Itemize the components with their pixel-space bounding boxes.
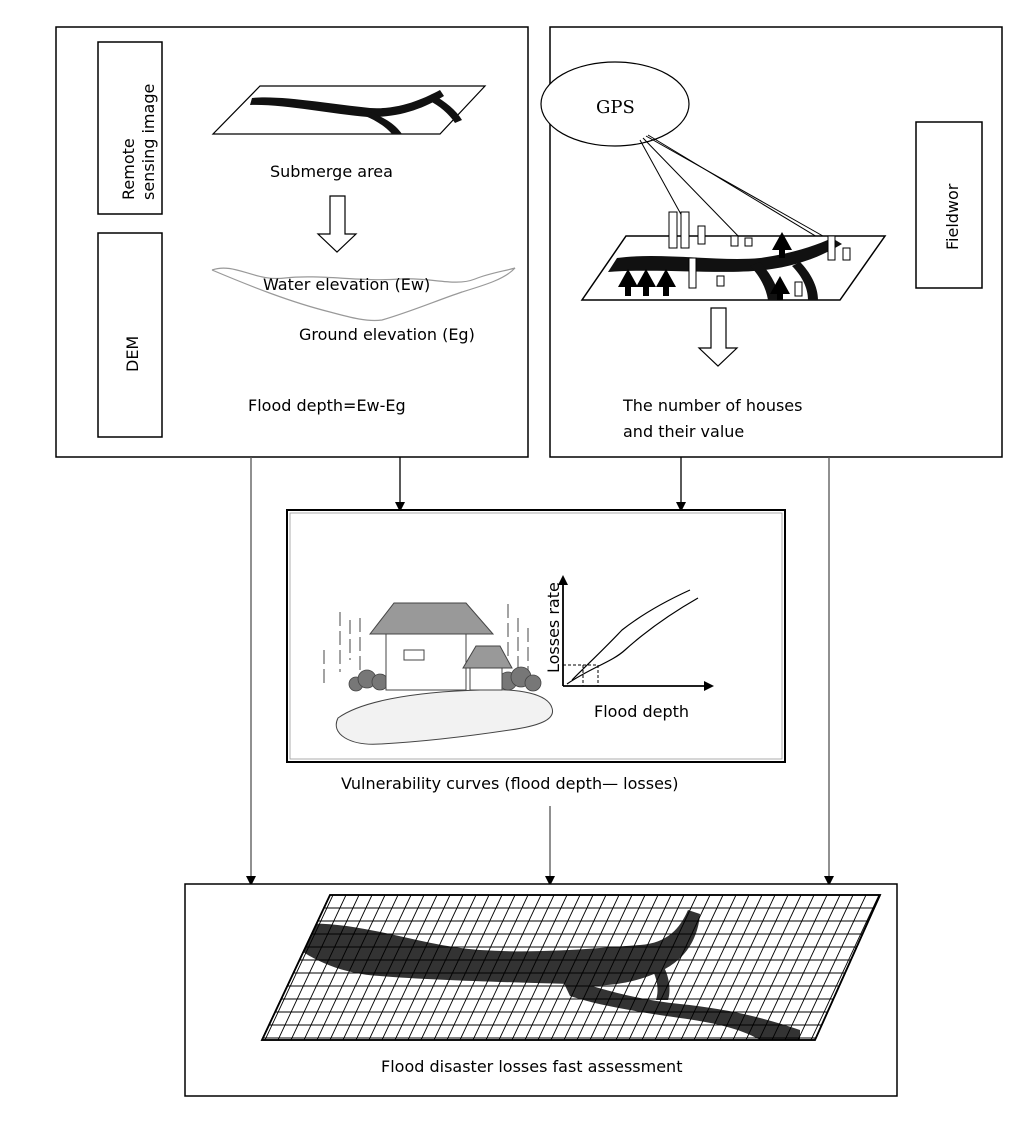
houses-caption-line1: The number of houses bbox=[622, 396, 802, 415]
right-panel: GPS Fieldwor bbox=[540, 26, 1003, 458]
flood-water bbox=[335, 689, 553, 745]
rain-lines bbox=[323, 604, 529, 688]
house-cylinders bbox=[668, 211, 851, 297]
gps-ellipse bbox=[540, 61, 690, 147]
vulnerability-caption: Vulnerability curves (flood depth— losse… bbox=[341, 774, 679, 793]
curve-upper bbox=[571, 589, 691, 681]
fieldwork-label: Fieldwor bbox=[943, 183, 962, 250]
water-elevation-label: Water elevation (Ew) bbox=[263, 275, 430, 294]
remote-sensing-label-line2: sensing image bbox=[139, 84, 158, 200]
dem-label: DEM bbox=[123, 336, 142, 372]
connector-arrows bbox=[246, 457, 834, 886]
fieldwork-box: Fieldwor bbox=[915, 121, 983, 289]
curve-lower bbox=[566, 597, 699, 685]
assessment-caption: Flood disaster losses fast assessment bbox=[381, 1057, 682, 1076]
middle-panel: Losses rate Flood depth bbox=[286, 509, 786, 763]
elevation-profile bbox=[211, 267, 516, 322]
svg-text:Remote sensing image: Remote sensing image bbox=[119, 84, 158, 200]
vulnerability-graph: Losses rate Flood depth bbox=[544, 575, 714, 721]
hollow-down-arrow-right bbox=[697, 307, 739, 367]
gps-label: GPS bbox=[596, 97, 635, 118]
dem-box: DEM bbox=[97, 232, 163, 438]
graph-y-axis-label: Losses rate bbox=[544, 582, 563, 673]
house-large bbox=[368, 602, 495, 691]
bushes bbox=[348, 666, 542, 692]
remote-sensing-label-line1: Remote bbox=[119, 138, 138, 200]
ground-elevation-label: Ground elevation (Eg) bbox=[299, 325, 475, 344]
houses-caption-line2: and their value bbox=[623, 422, 744, 441]
up-arrows bbox=[618, 232, 792, 300]
houses-map bbox=[580, 211, 887, 301]
remote-sensing-box: Remote sensing image bbox=[97, 41, 163, 215]
submerge-area-label: Submerge area bbox=[270, 162, 393, 181]
left-panel: Remote sensing image DEM Submerge area W… bbox=[55, 26, 529, 458]
bottom-panel: Flood disaster losses fast assessment bbox=[184, 883, 898, 1097]
graph-x-axis-label: Flood depth bbox=[594, 702, 689, 721]
gps-signal-lines bbox=[639, 134, 848, 256]
hollow-down-arrow-left bbox=[316, 195, 358, 253]
submerge-area-map bbox=[211, 85, 487, 135]
house-small bbox=[462, 645, 513, 691]
flood-depth-formula: Flood depth=Ew-Eg bbox=[248, 396, 406, 415]
